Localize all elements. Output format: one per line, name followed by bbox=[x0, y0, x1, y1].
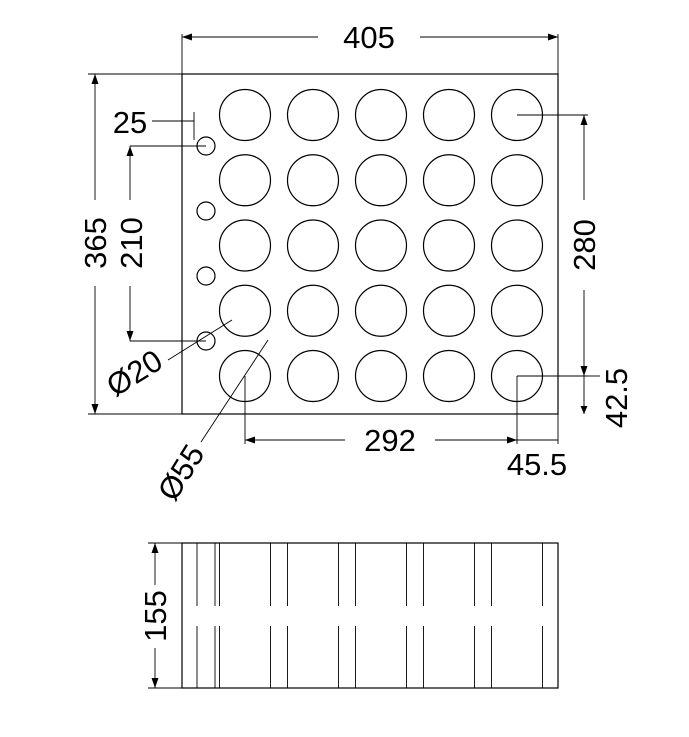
dim-large-span-v: 280 bbox=[517, 114, 602, 377]
dim-edge-offset-v-label: 42.5 bbox=[599, 368, 634, 428]
dim-edge-offset-v: 42.5 bbox=[580, 368, 634, 428]
dim-large-diameter: Ø55 bbox=[151, 339, 269, 507]
large-holes bbox=[218, 88, 544, 403]
side-outline bbox=[181, 542, 559, 689]
large-hole bbox=[286, 154, 340, 207]
dim-height: 365 bbox=[78, 73, 182, 415]
large-hole bbox=[286, 284, 340, 337]
large-hole bbox=[218, 219, 272, 272]
top-view bbox=[181, 73, 559, 415]
large-hole bbox=[286, 349, 340, 403]
large-hole bbox=[422, 219, 476, 272]
dim-depth-label: 155 bbox=[138, 590, 173, 642]
large-hole bbox=[354, 349, 408, 403]
dim-large-span-v-label: 280 bbox=[567, 219, 602, 271]
large-hole bbox=[422, 284, 476, 337]
dim-small-span-label: 210 bbox=[114, 217, 149, 269]
side-view bbox=[181, 542, 559, 689]
large-hole bbox=[286, 88, 340, 142]
large-hole bbox=[490, 154, 544, 207]
small-hole bbox=[196, 201, 216, 221]
dim-width: 405 bbox=[181, 20, 559, 74]
large-hole bbox=[218, 284, 272, 337]
hidden-hole-lines bbox=[196, 543, 543, 688]
large-hole bbox=[218, 154, 272, 207]
large-hole bbox=[218, 88, 272, 142]
dim-small-span: 210 bbox=[114, 145, 206, 342]
dim-small-offset: 25 bbox=[113, 105, 195, 140]
large-hole bbox=[422, 88, 476, 142]
dim-edge-offset-h: 45.5 bbox=[507, 414, 567, 482]
dim-edge-offset-h-label: 45.5 bbox=[507, 447, 567, 482]
small-hole bbox=[196, 266, 216, 286]
large-hole bbox=[490, 219, 544, 272]
dim-large-span-h-label: 292 bbox=[364, 423, 416, 458]
small-holes bbox=[196, 136, 216, 351]
large-hole bbox=[422, 349, 476, 403]
dim-small-offset-label: 25 bbox=[113, 105, 147, 140]
dim-large-span-h: 292 bbox=[244, 376, 518, 458]
large-hole bbox=[354, 219, 408, 272]
large-hole bbox=[354, 154, 408, 207]
large-hole bbox=[286, 219, 340, 272]
dim-height-label: 365 bbox=[78, 217, 113, 269]
dim-depth: 155 bbox=[138, 542, 182, 689]
large-hole bbox=[354, 88, 408, 142]
dim-width-label: 405 bbox=[343, 20, 395, 55]
dim-small-diameter-label: Ø20 bbox=[100, 343, 168, 404]
large-hole bbox=[422, 154, 476, 207]
dim-small-diameter: Ø20 bbox=[100, 319, 233, 404]
large-hole bbox=[354, 284, 408, 337]
plate-outline bbox=[181, 73, 559, 415]
dim-large-diameter-label: Ø55 bbox=[151, 438, 212, 506]
large-hole bbox=[490, 284, 544, 337]
